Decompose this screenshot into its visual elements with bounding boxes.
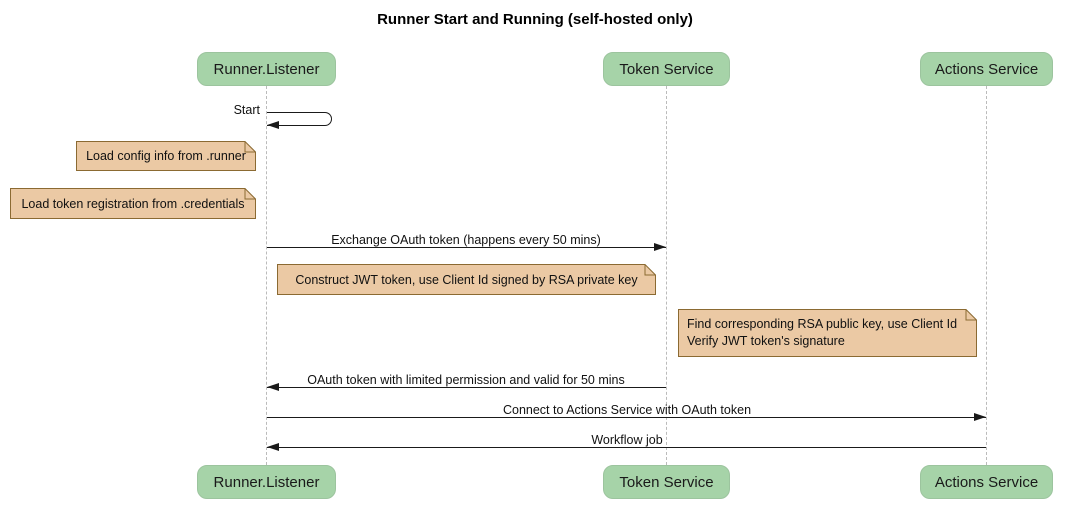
note-load-config: Load config info from .runner [76, 141, 256, 171]
participant-runner-listener-bottom: Runner.Listener [197, 465, 336, 499]
note-construct-jwt-text: Construct JWT token, use Client Id signe… [295, 272, 638, 287]
message-workflow-line [267, 447, 986, 448]
arrowhead-workflow-icon [267, 442, 279, 451]
message-exchange-label: Exchange OAuth token (happens every 50 m… [331, 233, 601, 247]
arrowhead-start-icon [267, 121, 279, 129]
message-oauth-return-label: OAuth token with limited permission and … [307, 373, 625, 387]
message-workflow-label: Workflow job [591, 433, 663, 447]
participant-token-service-top: Token Service [603, 52, 730, 86]
message-oauth-return-line [267, 387, 666, 388]
note-shape [76, 141, 256, 171]
note-construct-jwt: Construct JWT token, use Client Id signe… [277, 264, 656, 295]
lifeline-actions-service [986, 86, 987, 465]
arrowhead-connect-icon [974, 412, 986, 421]
note-load-token-registration-text: Load token registration from .credential… [21, 196, 245, 211]
participant-runner-listener-top: Runner.Listener [197, 52, 336, 86]
note-find-rsa-key-text: Find corresponding RSA public key, use C… [678, 309, 977, 357]
message-exchange-line [267, 247, 666, 248]
note-shape [678, 309, 977, 357]
arrowhead-oauth-return-icon [267, 382, 279, 391]
note-load-config-text: Load config info from .runner [86, 149, 246, 163]
message-connect-line [267, 417, 986, 418]
note-load-token-registration: Load token registration from .credential… [10, 188, 256, 219]
participant-actions-service-top: Actions Service [920, 52, 1053, 86]
message-connect-label: Connect to Actions Service with OAuth to… [502, 403, 752, 417]
message-start-label: Start [233, 103, 260, 117]
participant-token-service-bottom: Token Service [603, 465, 730, 499]
note-find-rsa-key: Find corresponding RSA public key, use C… [678, 309, 977, 357]
arrowhead-exchange-icon [654, 242, 666, 251]
lifeline-token-service [666, 86, 667, 465]
participant-actions-service-bottom: Actions Service [920, 465, 1053, 499]
lifeline-runner-listener [266, 86, 267, 465]
note-find-rsa-key-line1: Find corresponding RSA public key, use C… [687, 317, 958, 331]
note-find-rsa-key-line2: Verify JWT token's signature [687, 334, 845, 348]
diagram-title: Runner Start and Running (self-hosted on… [377, 11, 693, 28]
note-shape [277, 264, 656, 295]
note-shape [10, 188, 256, 219]
message-start-self-loop [267, 112, 332, 126]
